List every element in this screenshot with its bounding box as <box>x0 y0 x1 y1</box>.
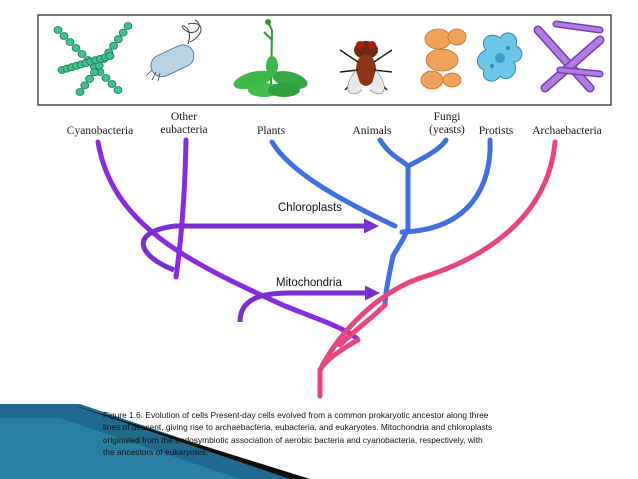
label-fungi-line2: (yeasts) <box>429 124 465 136</box>
cyanobacteria-cell <box>59 32 69 40</box>
eubacteria-branch <box>95 137 361 343</box>
label-other-eubacteria-line1: Other <box>170 111 198 123</box>
cyanobacteria-cell <box>123 22 133 30</box>
archaebacteria-image <box>533 20 605 93</box>
cyanobacteria-cell <box>77 50 87 58</box>
cyanobacteria-cell <box>53 26 63 34</box>
caption-line: lines of descent, giving rise to archaeb… <box>103 422 493 433</box>
chloroplasts-label: Chloroplasts <box>278 202 342 214</box>
caption-line: originated from the endosymbiotic associ… <box>103 434 483 445</box>
label-protists: Protists <box>478 125 514 137</box>
cyanobacteria-cell <box>105 52 115 60</box>
label-cyanobacteria: Cyanobacteria <box>66 125 134 137</box>
cyanobacteria-cell <box>113 86 123 94</box>
label-fungi-line1: Fungi <box>433 111 461 123</box>
cyanobacteria-cell <box>118 28 128 37</box>
mitochondria-label: Mitochondria <box>276 277 342 289</box>
chloroplast-arrow <box>140 218 379 273</box>
figure-caption: Figure 1.6. Evolution of cells Present-d… <box>103 409 543 458</box>
cyanobacteria-cell <box>85 74 94 83</box>
archaea-branch <box>317 139 558 399</box>
cyanobacteria-cell <box>101 74 111 82</box>
cyanobacteria-cell <box>75 88 85 96</box>
plant-image <box>233 19 308 97</box>
cyanobacteria-cell <box>80 81 90 90</box>
animal-image <box>339 41 393 95</box>
mitochondria-arrow <box>237 285 380 323</box>
cyanobacteria-cell <box>107 80 117 88</box>
cyanobacteria-image <box>53 22 133 96</box>
label-animals: Animals <box>352 125 392 137</box>
cyanobacteria-cell <box>65 38 75 46</box>
caption-line: Figure 1.6. Evolution of cells Present-d… <box>103 410 489 420</box>
cyanobacteria-cell <box>71 44 81 52</box>
label-other-eubacteria-line2: eubacteria <box>160 124 208 136</box>
label-archaebacteria: Archaebacteria <box>532 125 602 137</box>
cyanobacteria-cell <box>90 68 99 77</box>
protist-image <box>477 32 523 82</box>
cyanobacteria-cell <box>114 35 123 44</box>
caption-line: the ancestors of eukaryotes. <box>103 446 209 457</box>
eukaryote-branch <box>269 137 493 308</box>
eubacteria-image <box>145 19 202 82</box>
cyanobacteria-cell <box>109 41 118 50</box>
yeast-image <box>420 28 467 90</box>
label-plants: Plants <box>256 125 286 137</box>
